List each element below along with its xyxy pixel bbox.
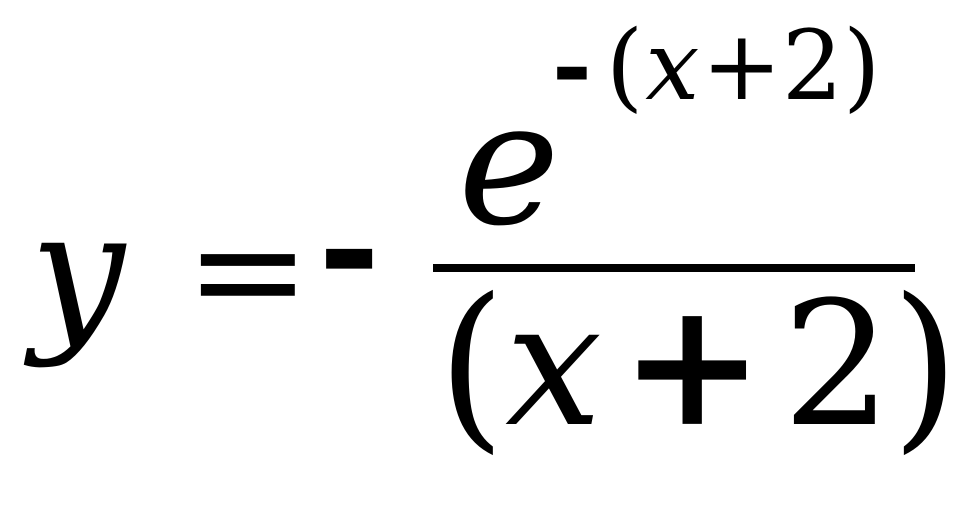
exponent-minus: - — [552, 9, 592, 122]
denominator-open-paren: ( — [438, 258, 506, 470]
exponent-plus: + — [701, 10, 782, 122]
numerator-base: e — [458, 63, 560, 264]
exponent-open-paren: ( — [605, 10, 644, 122]
denominator-plus: + — [620, 262, 765, 465]
denominator: (x+2) — [438, 262, 956, 465]
fraction-bar — [433, 264, 915, 272]
exponent-variable: x — [645, 10, 700, 122]
formula-minus-sign: - — [318, 159, 381, 335]
exponent-close-paren: ) — [842, 10, 881, 122]
exponent-constant: 2 — [781, 10, 843, 122]
denominator-constant: 2 — [782, 264, 892, 465]
formula-equals-sign: = — [185, 184, 311, 358]
denominator-close-paren: ) — [891, 258, 956, 470]
denominator-variable: x — [505, 264, 603, 465]
formula-lhs-variable: y — [30, 174, 125, 370]
numerator-exponent: -(x+2) — [552, 9, 881, 122]
